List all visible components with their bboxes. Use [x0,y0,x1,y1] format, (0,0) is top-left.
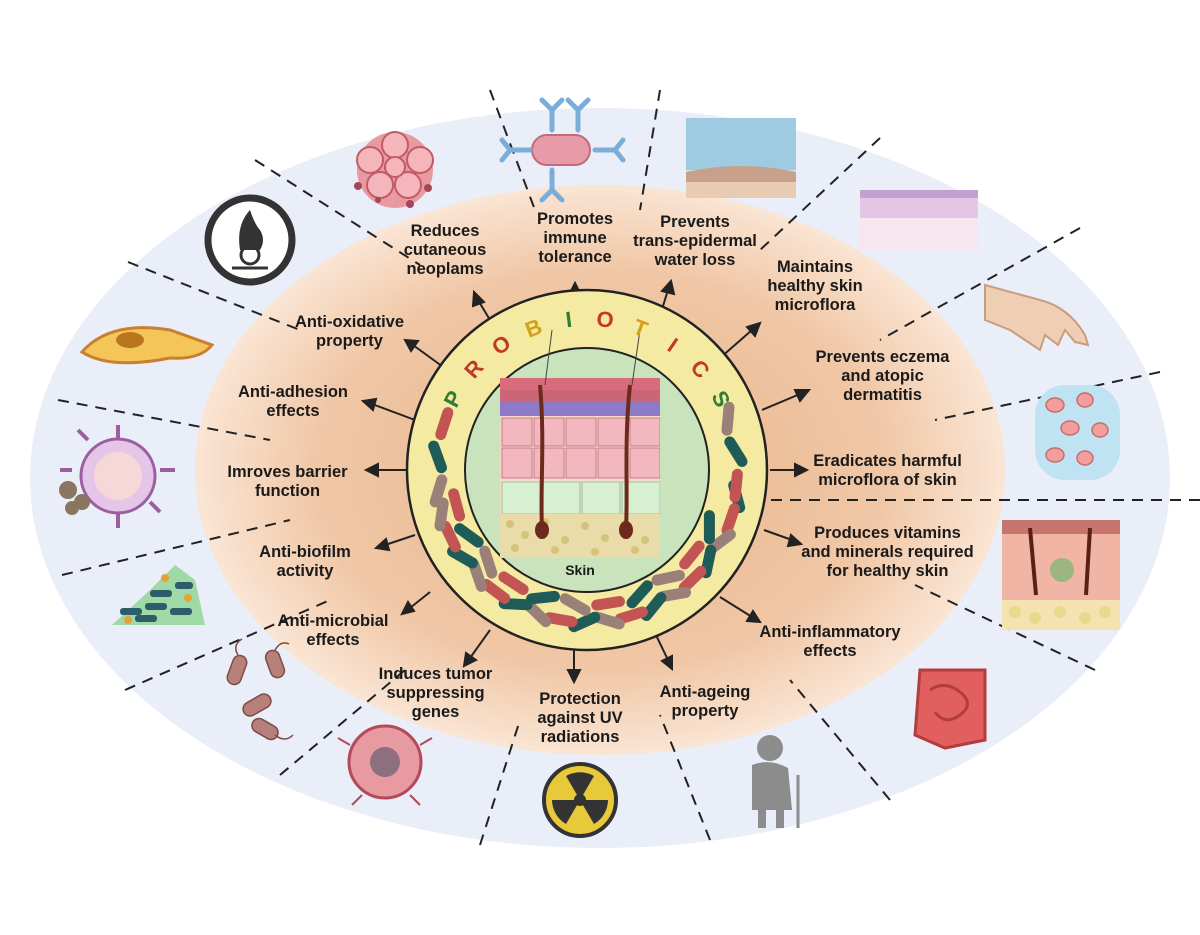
effect-arrows [360,278,812,685]
label-protection-uv: Protection against UV radiations [537,690,623,746]
hair-line-left [544,329,553,386]
skin-layer-icon [860,190,978,250]
bacteria-pills [428,401,748,633]
label-reduces-cutaneous-neoplasms: Reduces cutaneous neoplams [403,222,487,278]
water-layer-icon [686,118,796,198]
bacteria-pill [526,590,560,605]
cancer-cells-icon [354,131,434,208]
bacteria-pill [703,510,715,545]
skin-section-icon [1002,520,1120,630]
bacteria-pill [498,571,529,595]
skin-caption: Skin [565,562,595,578]
bacteria-pill [721,401,735,436]
elderly-person-icon [752,735,800,828]
bacteria-pill [543,612,578,628]
tissue-cells-icon [1035,385,1120,480]
bacteria-pill [439,520,461,553]
antibody-bacterium-icon [499,97,626,203]
label-prevents-water-loss: Prevents trans-epidermal water loss [633,213,757,269]
bacteria-icon [226,638,294,741]
label-anti-oxidative: Anti-oxidative property [294,313,405,350]
label-anti-adhesion: Anti-adhesion effects [238,383,348,420]
hair-line-right [631,329,641,386]
oxidizer-hazard-icon [204,194,296,286]
bacteria-pill [729,468,743,503]
probiotics-letter: I [564,307,573,333]
label-anti-microbial: Anti-microbial effects [277,612,389,649]
label-anti-inflammatory: Anti-inflammatory effects [759,623,901,660]
label-maintains-healthy-microflora: Maintains healthy skin microflora [767,258,863,314]
label-produces-vitamins: Produces vitamins and minerals required … [801,524,974,580]
rash-hand-icon [984,283,1090,352]
label-prevents-eczema: Prevents eczema and atopic dermatitis [815,348,950,404]
bacteria-pill [559,593,591,616]
bacteria-pill [429,474,448,508]
bacteria-pill [724,436,748,467]
bacteria-pill [721,503,740,536]
fibroblast-icon [79,326,215,365]
tumor-cell-icon [337,724,433,806]
bacteria-pill [428,440,448,474]
bacteria-pill [679,540,705,570]
probiotics-letter: O [595,306,615,333]
skin-section [500,378,660,558]
bacteria-pill [591,596,625,611]
bacteria-pill [435,407,454,441]
intestine-icon [913,668,987,750]
label-promotes-immune-tolerance: Promotes immune tolerance [536,210,614,266]
radiation-icon [542,762,618,838]
bacteria-pill [479,545,498,579]
label-induces-tumor-suppressing: Induces tumor suppressing genes [378,665,493,721]
biofilm-icon [112,565,205,625]
bacteria-pill [448,488,466,522]
bacteria-pill [480,578,511,604]
immune-cell-icon [59,425,175,528]
label-improves-barrier: Imroves barrier function [227,463,348,500]
bacteria-pill [626,580,653,609]
label-anti-biofilm: Anti-biofilm activity [259,543,351,580]
bacteria-pill [678,565,707,593]
bacteria-pill [651,569,685,586]
label-eradicates-harmful-microflora: Eradicates harmful microflora of skin [813,452,962,489]
label-anti-ageing: Anti-ageing property [659,683,751,720]
bacteria-pill [454,523,484,548]
bacteria-pill [568,611,601,633]
bacteria-pill [614,606,648,625]
